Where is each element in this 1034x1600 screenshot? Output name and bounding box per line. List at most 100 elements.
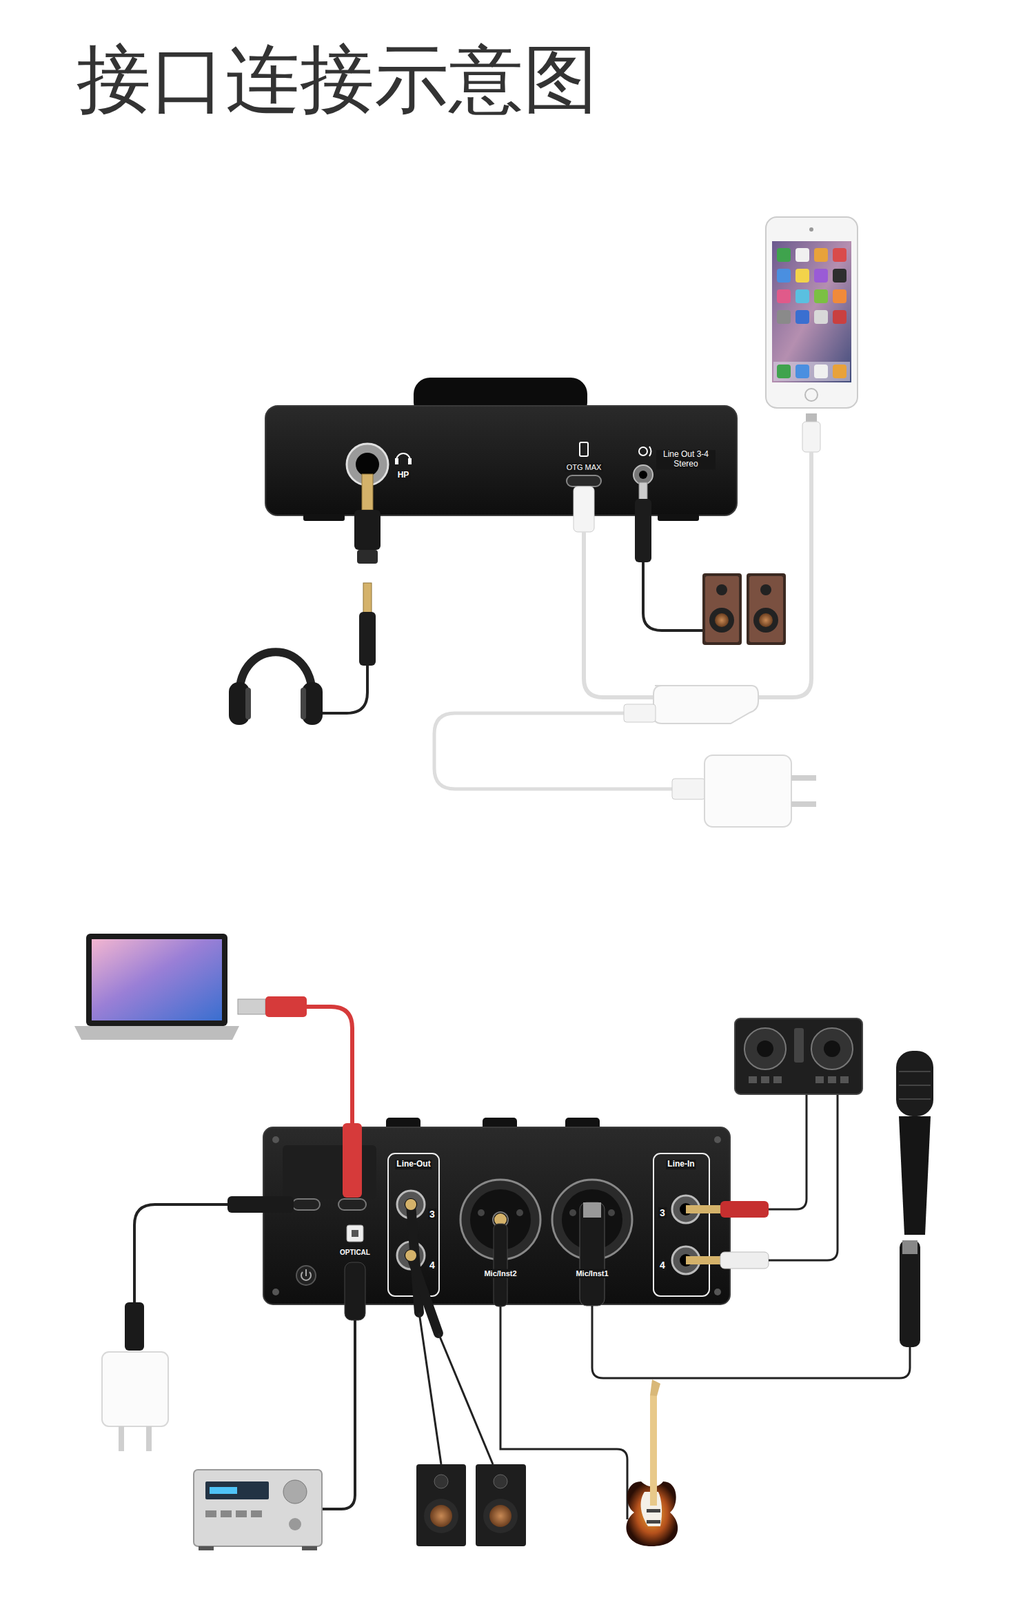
phone-icon xyxy=(832,310,847,324)
dj-controller-icon xyxy=(748,1076,757,1084)
dj-controller-icon xyxy=(744,1028,786,1070)
channel-number: 3 xyxy=(658,1207,667,1219)
phone-icon xyxy=(832,268,847,283)
dj-controller-icon xyxy=(823,1040,841,1058)
headphone-cable xyxy=(354,510,381,551)
dj-controller-icon xyxy=(840,1076,849,1084)
phone-icon xyxy=(795,268,810,283)
otg-charging-cable xyxy=(672,778,706,800)
audio-interface-rear xyxy=(516,1209,524,1217)
audio-interface-rear xyxy=(272,1136,280,1144)
guitar-cable xyxy=(493,1224,508,1307)
power-cable xyxy=(124,1302,145,1352)
audio-interface-rear xyxy=(351,1230,359,1238)
optical-cable xyxy=(321,1262,366,1510)
usb-cable xyxy=(342,1123,362,1199)
dj-controller-cables xyxy=(685,1256,721,1265)
phone-icon xyxy=(776,248,791,262)
dj-controller-icon xyxy=(794,1028,804,1063)
laptop-icon xyxy=(74,934,240,1041)
power-cable xyxy=(102,1352,169,1427)
guitar-icon xyxy=(626,1380,679,1547)
audio-interface-top xyxy=(639,470,648,480)
speakers-icon-top xyxy=(709,607,735,633)
headphone-cable xyxy=(361,474,373,511)
phone-icon xyxy=(776,289,791,304)
phone-icon xyxy=(814,248,828,262)
port-label: OPTICAL xyxy=(338,1249,372,1258)
phone-icon xyxy=(805,388,818,402)
port-label: Mic/Inst1 xyxy=(574,1269,610,1279)
speakers-icon-top xyxy=(702,573,742,646)
power-cable xyxy=(227,1196,294,1214)
speaker-cable-top xyxy=(643,562,703,631)
microphone-cable xyxy=(902,1240,918,1255)
otg-charging-cable xyxy=(805,413,817,422)
audio-interface-rear xyxy=(263,1118,731,1305)
audio-interface-rear xyxy=(346,1225,364,1243)
laptop-icon xyxy=(74,1026,240,1041)
audio-interface-top xyxy=(265,406,737,516)
dj-controller-cables xyxy=(685,1205,721,1214)
microphone-cable xyxy=(583,1202,602,1219)
headphone-cable xyxy=(322,474,381,714)
phone-icon xyxy=(832,364,847,379)
headphones-icon xyxy=(300,687,307,720)
microphone-icon xyxy=(898,1085,931,1087)
speakers-icon-bottom xyxy=(416,1464,526,1547)
audio-interface-top xyxy=(566,475,602,487)
amplifier-icon xyxy=(220,1511,232,1518)
headphone-cable xyxy=(363,583,372,614)
phone-icon xyxy=(776,268,791,283)
section-label: Line-In xyxy=(665,1160,696,1170)
speakers-icon-top xyxy=(749,576,784,643)
port-label: Line Out 3-4 Stereo xyxy=(656,450,716,470)
channel-number: 4 xyxy=(658,1260,667,1272)
otg-charging-cable xyxy=(434,713,673,790)
laptop-icon xyxy=(86,934,228,1027)
otg-charging-cable xyxy=(434,413,821,828)
audio-interface-rear xyxy=(282,1145,377,1200)
audio-interface-rear xyxy=(296,1266,316,1286)
guitar-icon xyxy=(646,1509,661,1514)
amplifier-icon xyxy=(301,1546,318,1551)
headphones-icon xyxy=(228,652,323,726)
amplifier-icon xyxy=(193,1470,322,1547)
phone-icon xyxy=(773,361,850,382)
phone-icon xyxy=(814,289,828,304)
speakers-icon-top xyxy=(753,607,779,633)
phone-icon xyxy=(832,289,847,304)
port-label: OTG MAX xyxy=(565,463,604,473)
dj-controller-cables xyxy=(685,1094,838,1270)
audio-interface-top xyxy=(355,452,380,477)
speakers-icon-bottom xyxy=(423,1499,459,1534)
audio-interface-top xyxy=(265,377,737,522)
phone-icon xyxy=(809,227,814,232)
audio-interface-rear xyxy=(272,1289,280,1296)
amplifier-icon xyxy=(205,1482,269,1500)
usb-cable xyxy=(265,996,307,1018)
audio-interface-rear xyxy=(714,1289,722,1296)
guitar-icon xyxy=(650,1380,661,1397)
headphone-cable xyxy=(359,612,376,666)
speakers-icon-bottom xyxy=(434,1475,449,1489)
phone-icon xyxy=(795,310,810,324)
amplifier-icon xyxy=(235,1511,247,1518)
phone-icon xyxy=(795,289,810,304)
microphone-cable xyxy=(579,1202,605,1307)
phone-icon xyxy=(765,217,858,409)
dj-controller-icon xyxy=(827,1076,837,1084)
amplifier-icon xyxy=(250,1511,262,1518)
headphone-cable xyxy=(357,550,378,564)
audio-interface-rear xyxy=(714,1136,722,1144)
phone-icon xyxy=(832,248,847,262)
otg-charging-cable xyxy=(623,704,656,723)
amplifier-icon xyxy=(205,1511,217,1518)
audio-interface-rear xyxy=(477,1209,485,1217)
port-label: Mic/Inst2 xyxy=(482,1269,518,1279)
optical-cable xyxy=(344,1262,366,1321)
dj-controller-icon xyxy=(773,1076,782,1084)
guitar-icon xyxy=(650,1395,657,1507)
speakers-icon-top xyxy=(705,576,739,643)
speakers-icon-top xyxy=(760,584,772,596)
